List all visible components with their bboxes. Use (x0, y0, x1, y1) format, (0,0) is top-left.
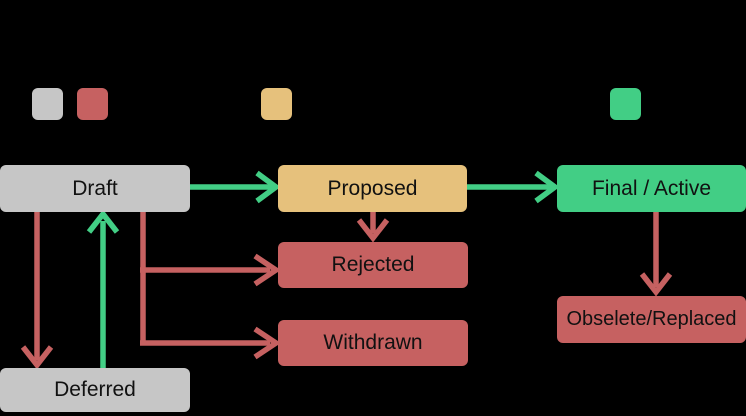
legend-red-swatch (77, 88, 108, 120)
node-withdrawn: Withdrawn (278, 320, 468, 366)
arrowhead-draft-to-rejected (253, 253, 281, 287)
legend-gray-swatch (32, 88, 63, 120)
legend-green-swatch (610, 88, 641, 120)
node-proposed: Proposed (278, 165, 467, 212)
legend-tan-swatch (261, 88, 292, 120)
node-withdrawn-label: Withdrawn (323, 331, 423, 354)
node-deferred: Deferred (0, 368, 190, 412)
node-final-active: Final / Active (557, 165, 746, 212)
node-draft: Draft (0, 165, 190, 212)
arrowhead-deferred-to-draft (86, 209, 120, 234)
node-obsolete-replaced-label: Obselete/Replaced (566, 308, 737, 330)
node-proposed-label: Proposed (327, 176, 418, 200)
node-final-active-label: Final / Active (591, 176, 712, 200)
arrowhead-proposed-to-final (534, 170, 560, 204)
node-deferred-label: Deferred (54, 378, 136, 401)
node-draft-label: Draft (72, 176, 118, 200)
arrowhead-proposed-to-rejected (356, 218, 390, 243)
node-obsolete-replaced: Obselete/Replaced (557, 296, 746, 343)
arrowhead-draft-to-proposed (255, 170, 281, 204)
arrowhead-draft-to-withdrawn (253, 326, 281, 360)
node-rejected: Rejected (278, 242, 468, 288)
node-rejected-label: Rejected (331, 253, 415, 276)
arrowhead-draft-to-deferred (20, 345, 54, 370)
arrowhead-final-to-obsolete (639, 272, 673, 297)
